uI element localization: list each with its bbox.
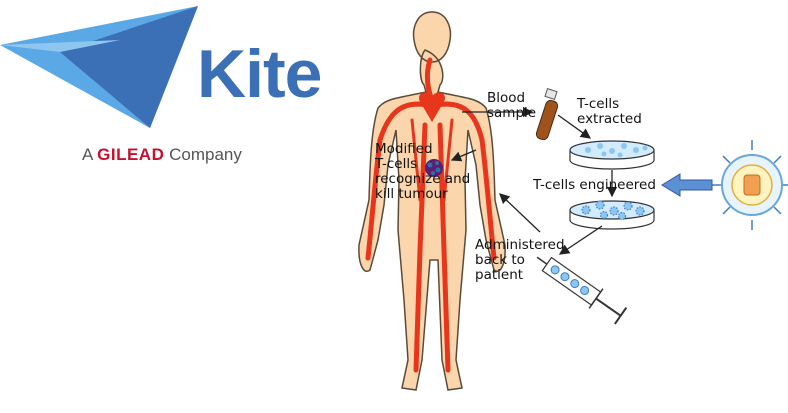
blood-tube-icon	[535, 88, 559, 141]
tumour-icon	[425, 159, 443, 177]
kite-swoosh-icon	[0, 6, 198, 128]
swoosh-highlight	[0, 40, 120, 52]
arrow-to-syringe	[558, 225, 603, 255]
kite-logo: Kite A GILEAD Company	[0, 0, 360, 190]
arrow-to-body	[499, 193, 541, 233]
arrow-to-extracted	[557, 114, 592, 139]
tagline-prefix: A	[82, 145, 93, 164]
tagline-brand: GILEAD	[97, 145, 165, 164]
viral-vector-icon	[712, 140, 788, 230]
swoosh-dark	[60, 6, 198, 128]
heart-icon	[418, 92, 446, 122]
arrow-to-tumour	[450, 149, 477, 162]
human-body	[358, 11, 506, 391]
label-blood-sample: Blood sample	[487, 90, 537, 121]
kite-wordmark: Kite	[197, 36, 322, 112]
flow-arrows	[450, 106, 618, 255]
petri-dish-engineered	[569, 200, 655, 230]
label-t-cells-extracted: T-cells extracted	[577, 96, 642, 127]
petri-dish-extracted	[569, 140, 655, 170]
label-t-cells-engineered: T-cells engineered	[533, 177, 656, 193]
label-modified-t-cells: Modified T-cells recognize and kill tumo…	[375, 141, 471, 202]
syringe-icon	[536, 256, 628, 325]
label-administered: Administered back to patient	[475, 237, 565, 283]
gilead-tagline: A GILEAD Company	[82, 145, 242, 165]
tagline-suffix: Company	[169, 145, 242, 164]
vector-arrow-icon	[661, 173, 713, 197]
